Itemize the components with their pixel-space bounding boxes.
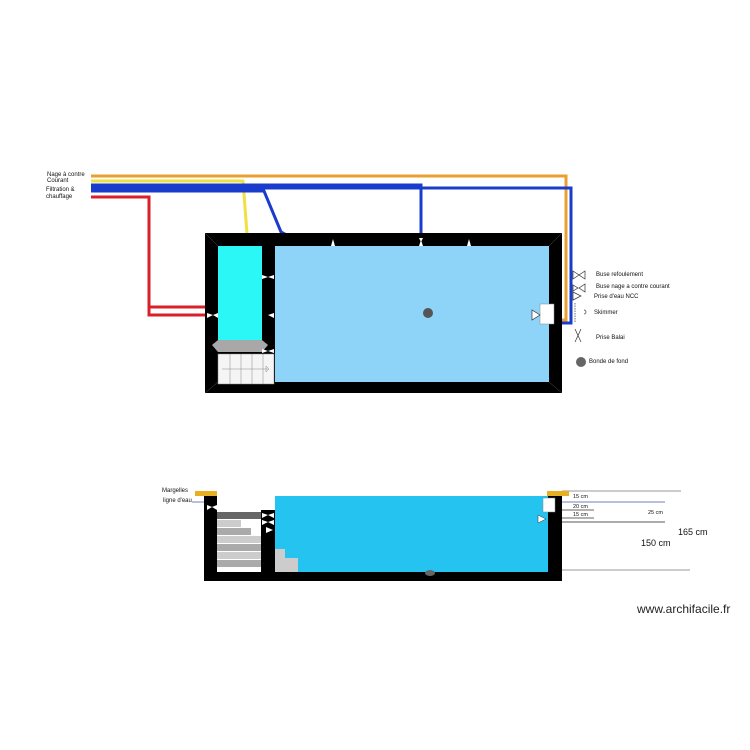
buse-wall-left-icon xyxy=(207,313,213,318)
skimmer-plan-icon xyxy=(539,303,555,325)
prise-ncc-plan-icon xyxy=(531,309,541,321)
section-steps xyxy=(217,512,298,572)
buse-top-1-icon xyxy=(331,239,335,246)
label-ligne-eau: ligne d'eau xyxy=(163,498,192,504)
buse-top-2b-icon xyxy=(419,238,423,242)
buse-wall-leftb-icon xyxy=(213,313,218,318)
prise-eau-ncc-icon xyxy=(572,291,582,301)
plan-beach-water xyxy=(218,246,262,340)
dim-15cm-top: 15 cm xyxy=(573,494,588,500)
bonde-de-fond-icon xyxy=(576,357,586,367)
bonde-section-icon xyxy=(425,570,435,576)
plan-corner-lines xyxy=(204,232,563,394)
pipe-red-2 xyxy=(147,307,205,317)
section-fittings xyxy=(207,505,547,533)
buse-refoulement-icon xyxy=(572,270,586,280)
legend-prise-balai: Prise Balai xyxy=(596,335,625,341)
plan-pool-water xyxy=(275,246,549,382)
plan-fittings xyxy=(207,238,471,353)
buse-left-1-icon xyxy=(262,275,268,279)
label-filtration-1: Filtration & xyxy=(46,187,75,193)
legend-skimmer: Skimmer xyxy=(594,310,618,316)
buse-left-2-icon xyxy=(268,313,274,318)
buse-left-1b-icon xyxy=(268,275,274,279)
plan-stairs xyxy=(217,353,275,385)
label-nage-contre-courant-2: Courant xyxy=(47,178,69,184)
margelle-right xyxy=(547,491,569,496)
legend-bonde-de-fond: Bonde de fond xyxy=(589,359,629,365)
section-beach-wall xyxy=(261,510,275,572)
dim-25cm: 25 cm xyxy=(648,510,663,516)
bonde-de-fond-plan-icon xyxy=(423,308,433,318)
prise-ncc-section-icon xyxy=(537,514,547,524)
label-margelles: Margelles xyxy=(162,488,189,494)
buse-top-2-icon xyxy=(419,240,423,246)
buse-left-3-icon xyxy=(262,349,268,353)
skimmer-section-icon xyxy=(542,497,556,513)
label-nage-contre-courant-1: Nage à contre xyxy=(47,172,85,178)
pipe-blue-top xyxy=(91,183,423,238)
buse-nage-icon xyxy=(572,283,586,293)
watermark[interactable]: www.archifacile.fr xyxy=(637,602,731,616)
section-water xyxy=(275,502,548,572)
margelle-left xyxy=(195,491,217,496)
legend-prise-eau-ncc: Prise d'eau NCC xyxy=(594,294,639,300)
dim-20cm: 20 cm xyxy=(573,504,588,510)
buse-left-3b-icon xyxy=(268,349,274,353)
buse-top-3-icon xyxy=(467,239,471,246)
skimmer-icon xyxy=(574,303,587,322)
label-filtration-2: chauffage xyxy=(46,194,73,200)
prise-balai-icon xyxy=(574,328,582,343)
plan-step-band xyxy=(212,340,268,352)
legend-buse-refoulement: Buse refoulement xyxy=(596,272,644,278)
legend-buse-nage: Buse nage a contre courant xyxy=(596,284,670,290)
dim-150cm: 150 cm xyxy=(641,538,671,548)
dim-15cm-bottom: 15 cm xyxy=(573,512,588,518)
section-water-top xyxy=(275,496,548,502)
legend-icons xyxy=(572,270,587,343)
dim-165cm: 165 cm xyxy=(678,527,708,537)
